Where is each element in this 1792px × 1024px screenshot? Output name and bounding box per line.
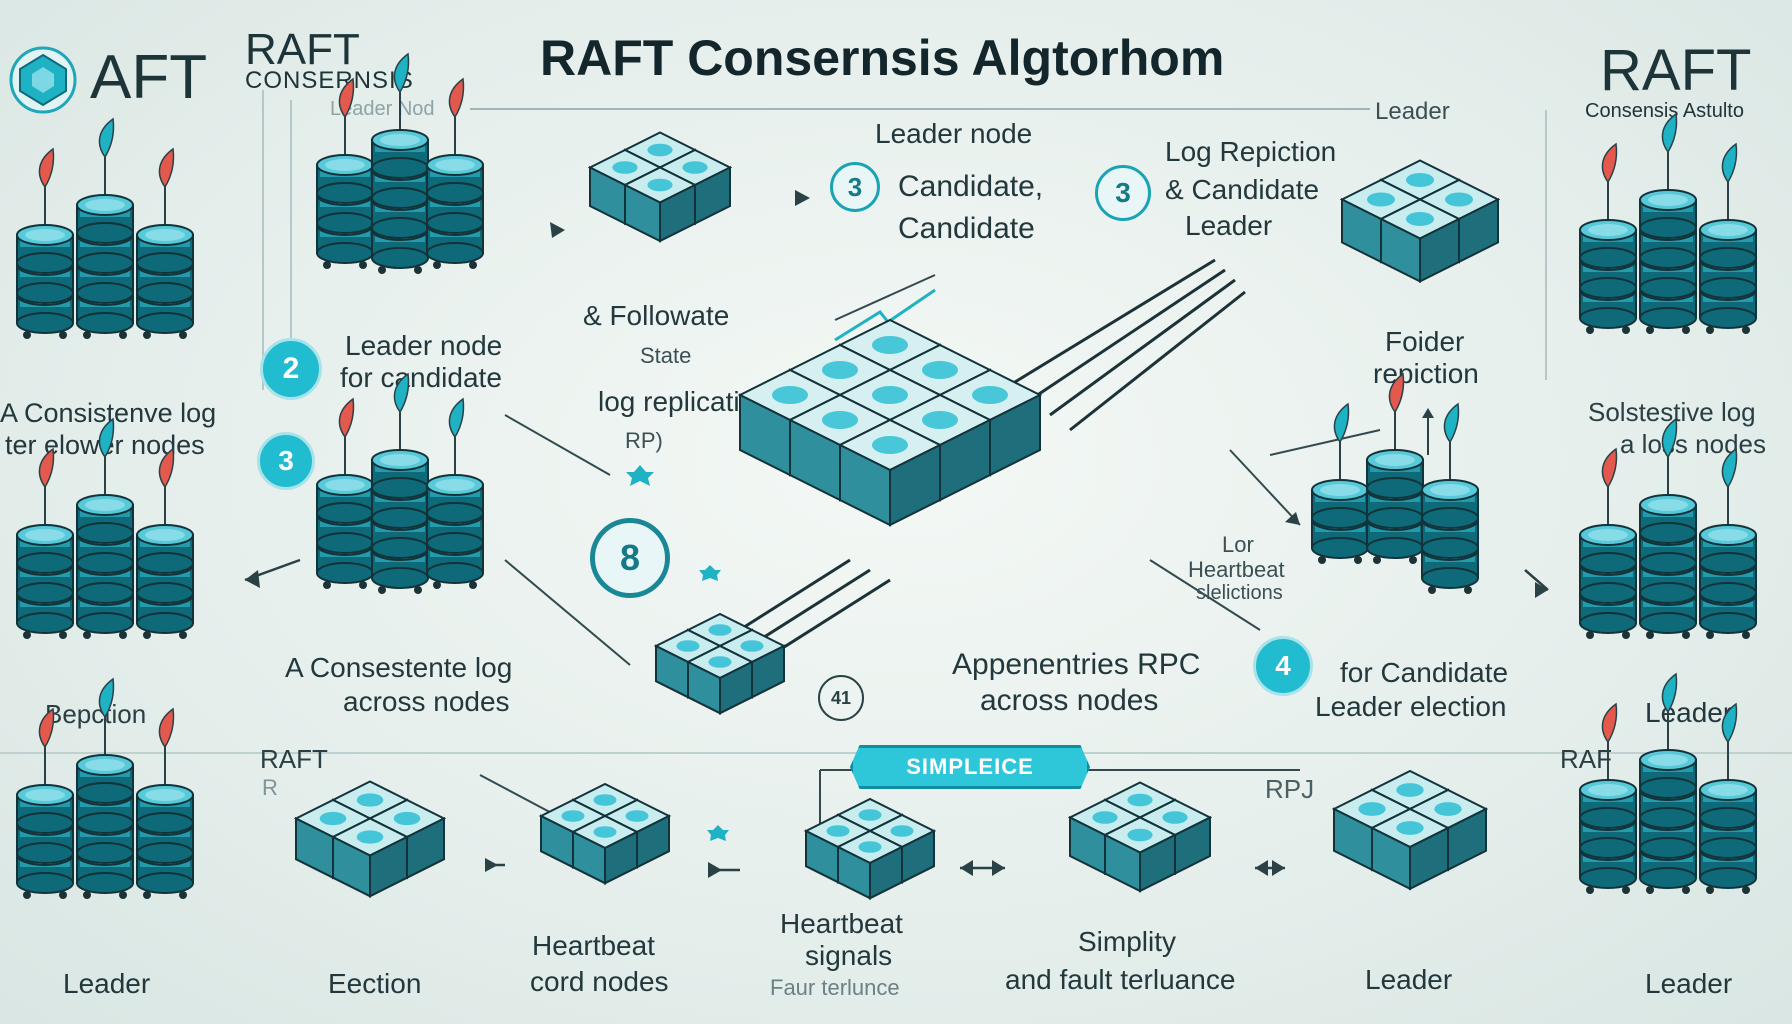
bottom-leader-2: Leader <box>1365 964 1453 995</box>
rpc-label: RP) <box>625 428 663 453</box>
raft-bottom-left-sub: R <box>262 775 278 800</box>
server-stack-mid-center-right <box>1311 372 1479 594</box>
consistent-lower-line2: across nodes <box>343 686 510 717</box>
server-stack-mid-2 <box>316 372 484 594</box>
badge-41: 41 <box>818 675 864 721</box>
leader-node-mid-line2: for candidate <box>340 362 502 393</box>
raf-bottom-right: RAF <box>1560 744 1612 774</box>
page-title: RAFT Consernsis Algtorhom <box>540 30 1225 86</box>
bottom-election: Eection <box>328 968 422 999</box>
log-repiction-line3: Leader <box>1185 210 1273 241</box>
candidate-lower-line1: for Candidate <box>1340 657 1509 688</box>
followate-line2: State <box>640 343 692 368</box>
followate-line1: & Followate <box>583 300 730 331</box>
server-stack-bottom-right <box>1579 672 1757 894</box>
raft-bottom-left: RAFT <box>260 744 328 774</box>
badge-3c: 3 <box>257 432 315 490</box>
heartbeat-mid-line1: Lor <box>1222 532 1254 557</box>
rpj-label: RPJ <box>1265 774 1315 804</box>
cube-cluster-bottom-5 <box>1331 769 1489 891</box>
cube-cluster-bottom-3 <box>803 797 937 900</box>
cube-cluster-lower-center <box>653 612 787 715</box>
bottom-heartbeat1-line2: cord nodes <box>530 966 669 997</box>
logo-left <box>8 45 78 115</box>
bottom-heartbeat2-line1: Heartbeat <box>780 908 903 939</box>
bottom-heartbeat2-line2: signals <box>805 940 893 971</box>
cube-cluster-bottom-1 <box>293 780 447 898</box>
divider-v1 <box>262 90 264 390</box>
bottom-heartbeat2-line3: Faur terlunce <box>770 975 900 1000</box>
logo-right-title: RAFT <box>1600 38 1752 103</box>
server-stack-bottom-left <box>16 677 194 899</box>
log-repiction-line2: & Candidate <box>1165 174 1320 205</box>
server-stack-top-left <box>16 117 194 339</box>
server-stack-mid-right <box>1579 417 1757 639</box>
faded-subtitle: Leader Nod <box>330 98 435 120</box>
bottom-heartbeat1-line1: Heartbeat <box>532 930 655 961</box>
logo-right-subtitle: Consensis Astulto <box>1585 100 1744 122</box>
badge-4: 4 <box>1253 636 1313 696</box>
log-repiction-line1: Log Repiction <box>1165 136 1337 167</box>
candidate-lower-line2: Leader election <box>1315 691 1507 722</box>
cube-cluster-bottom-2 <box>538 782 672 885</box>
badge-2: 2 <box>260 338 322 400</box>
badge-3b: 3 <box>1095 165 1151 221</box>
header-divider <box>470 108 1370 110</box>
cube-cluster-top-right <box>1339 159 1501 284</box>
cube-cluster-top <box>587 131 733 243</box>
cube-cluster-bottom-4 <box>1067 781 1213 893</box>
leader-top-right-label: Leader <box>1375 98 1450 125</box>
solstestive-line2: a loss nodes <box>1620 429 1766 459</box>
bottom-simplity-line1: Simplity <box>1078 926 1177 957</box>
folder-line1: Foider <box>1385 326 1465 357</box>
logo-mid-title: RAFT <box>245 25 360 74</box>
raft-logo-icon <box>9 46 77 114</box>
heartbeat-mid-line3: slelictions <box>1196 582 1283 604</box>
leader-node-mid-line1: Leader node <box>345 330 503 361</box>
bottom-simplity-line2: and fault terluance <box>1005 964 1236 995</box>
divider-v2 <box>290 100 292 380</box>
folder-line2: repiction <box>1373 358 1479 389</box>
logo-left-text: AFT <box>90 43 208 112</box>
candidate-label-line2: Candidate <box>898 212 1035 245</box>
candidate-label-line1: Candidate, <box>898 170 1044 203</box>
server-stack-top-right <box>1579 112 1757 334</box>
bottom-leader-3: Leader <box>1645 968 1733 999</box>
badge-3a: 3 <box>830 162 880 212</box>
divider-v3 <box>1545 110 1547 380</box>
appenentries-line1: Appenentries RPC <box>952 648 1201 681</box>
simpleice-banner: SIMPLEICE <box>850 745 1090 789</box>
leader-lower-right-label: Leader <box>1645 697 1733 728</box>
server-stack-mid-left <box>16 417 194 639</box>
bepction-label: Bepction <box>45 699 147 729</box>
leader-node-top-label: Leader node <box>875 118 1033 149</box>
appenentries-line2: across nodes <box>980 684 1159 717</box>
badge-8: 8 <box>590 518 670 598</box>
cube-cluster-center <box>737 318 1043 527</box>
bottom-leader-1: Leader <box>63 968 151 999</box>
server-stack-top-2 <box>316 52 484 274</box>
logo-mid-subtitle: CONSERNSIS <box>245 67 414 94</box>
consistent-lower-line1: A Consestente log <box>285 652 513 683</box>
heartbeat-mid-line2: Heartbeat <box>1188 557 1285 582</box>
